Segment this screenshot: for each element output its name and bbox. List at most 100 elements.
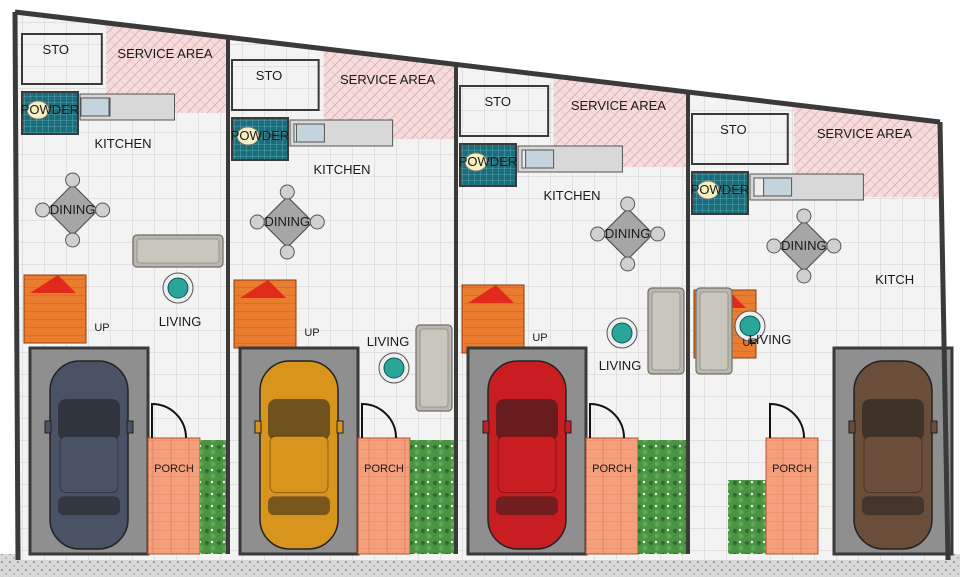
right-wall — [937, 121, 951, 561]
dining-set-chair — [279, 184, 295, 200]
dining-set-chair — [620, 196, 636, 212]
porch-label: PORCH — [154, 463, 194, 475]
up-label: UP — [94, 322, 109, 334]
entry-door-icon — [589, 402, 625, 439]
kitchen-label: KITCH — [875, 272, 914, 287]
dining-set-chair — [826, 238, 842, 254]
sofa-cushion — [136, 238, 220, 264]
sto-room — [691, 113, 789, 165]
car-icon-windshield — [862, 399, 924, 441]
dining-set-chair — [796, 208, 812, 224]
dining-set-chair — [650, 226, 666, 242]
service-area — [323, 50, 456, 139]
dining-set-chair — [766, 238, 782, 254]
up-label: UP — [304, 327, 319, 339]
car-icon-mirror-left — [254, 420, 262, 434]
powder-label: POWDER — [459, 154, 518, 169]
dining-set-chair — [95, 202, 111, 218]
service-area-label: SERVICE AREA — [817, 126, 912, 141]
dining-set-chair — [35, 202, 51, 218]
car-icon-windshield — [496, 399, 558, 441]
toilet-icon — [236, 126, 260, 146]
porch-label: PORCH — [772, 463, 812, 475]
sto-room — [21, 33, 103, 85]
car-icon-windshield — [268, 399, 330, 441]
stair-arrow-icon — [240, 280, 286, 298]
car-icon-mirror-right — [126, 420, 134, 434]
dining-label: DINING — [781, 238, 827, 253]
sink-icon — [763, 177, 793, 197]
dining-set-chair — [65, 232, 81, 248]
dining-set-table — [46, 183, 99, 237]
service-area — [553, 77, 688, 167]
entry-door-icon — [151, 402, 187, 439]
porch — [765, 437, 819, 555]
garden — [200, 440, 228, 554]
porch — [357, 437, 411, 555]
kitchen-label: KITCHEN — [313, 162, 370, 177]
living-label: LIVING — [749, 332, 792, 347]
dining-set-chair — [620, 256, 636, 272]
unit-2: STO SERVICE AREA POWDER KITCHEN DINING LIVING… — [226, 38, 456, 556]
dining-set-table — [260, 195, 314, 249]
kitchen-label: KITCHEN — [543, 188, 600, 203]
dining-label: DINING — [50, 202, 96, 217]
car-icon — [482, 360, 572, 550]
sink-icon — [80, 97, 110, 117]
car-icon — [44, 360, 134, 550]
toilet-icon — [464, 152, 488, 172]
sink-icon — [525, 149, 555, 169]
car-icon-rear-window — [58, 496, 120, 516]
dining-set-chair — [796, 268, 812, 284]
up-label: UP — [532, 332, 547, 344]
car-icon-mirror-right — [564, 420, 572, 434]
porch-label: PORCH — [592, 463, 632, 475]
dining-set-table — [601, 207, 654, 261]
sto-room — [231, 59, 320, 111]
sto-label: STO — [485, 94, 512, 109]
rear-wall — [14, 9, 941, 125]
dining-set-chair — [65, 172, 81, 188]
kitchen-label: KITCHEN — [94, 136, 151, 151]
sto-label: STO — [43, 42, 70, 57]
car-icon-windshield — [58, 399, 120, 441]
plant-icon-leaves — [739, 315, 761, 337]
plant-icon-leaves — [167, 277, 189, 299]
entry-door-icon — [361, 402, 397, 439]
toilet-icon — [696, 180, 720, 200]
service-area-label: SERVICE AREA — [117, 46, 212, 61]
stair-arrow-icon — [30, 275, 76, 293]
service-area-label: SERVICE AREA — [340, 72, 435, 87]
car-icon-mirror-left — [848, 420, 856, 434]
car-icon-mirror-left — [44, 420, 52, 434]
living-label: LIVING — [599, 358, 642, 373]
car-icon-roof — [863, 435, 923, 494]
stair-arrow-icon — [468, 285, 514, 303]
car-icon-roof — [269, 435, 329, 494]
powder-label: POWDER — [691, 182, 750, 197]
plant-icon-leaves — [611, 322, 633, 344]
garden — [410, 440, 456, 554]
sink-icon — [295, 123, 325, 143]
car-icon — [848, 360, 938, 550]
dining-set-chair — [249, 214, 265, 230]
car-icon-rear-window — [862, 496, 924, 516]
dining-label: DINING — [265, 214, 311, 229]
entry-door-icon — [769, 402, 805, 439]
living-label: LIVING — [367, 334, 410, 349]
car-icon-roof — [59, 435, 119, 494]
sto-label: STO — [256, 68, 283, 83]
car-icon-roof — [497, 435, 557, 494]
toilet-icon — [26, 100, 50, 120]
porch — [147, 437, 201, 555]
sofa-cushion — [419, 328, 449, 408]
sofa-cushion — [699, 291, 729, 371]
dining-label: DINING — [605, 226, 651, 241]
car-icon — [254, 360, 344, 550]
dining-set-chair — [590, 226, 606, 242]
powder-label: POWDER — [231, 128, 290, 143]
